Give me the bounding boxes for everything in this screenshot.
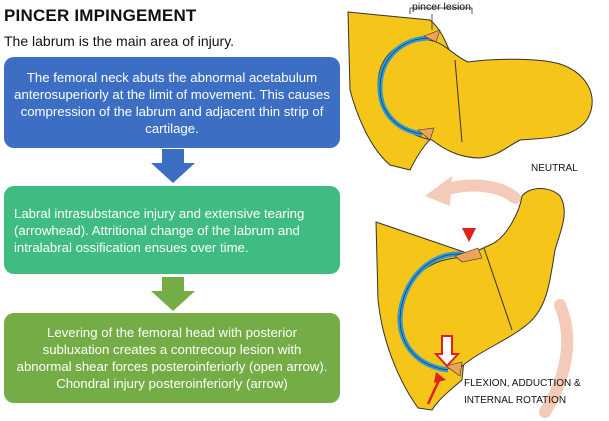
rotation-arrowhead (425, 176, 452, 206)
flexion-label-line2: INTERNAL ROTATION (464, 395, 567, 406)
step-text-3: Levering of the femoral head with poster… (16, 325, 328, 391)
solid-arrow (426, 377, 442, 405)
rotation-arrow (439, 179, 574, 418)
step-text-2: Labral intrasubstance injury and extensi… (14, 205, 305, 255)
step-box-2: Labral intrasubstance injury and extensi… (4, 186, 340, 274)
page-subtitle: The labrum is the main area of injury. (4, 33, 235, 49)
arrowhead-marker (462, 228, 476, 242)
step-box-3: Levering of the femoral head with poster… (4, 313, 340, 403)
open-arrow (433, 335, 461, 368)
down-arrow-2 (151, 277, 195, 311)
pincer-lesion-top (423, 29, 441, 43)
neutral-hip (347, 7, 593, 171)
pincer-lesion-label: pincer lesion (412, 1, 471, 13)
pincer-lesion-bottom (417, 127, 435, 141)
step-text-1: The femoral neck abuts the abnormal acet… (14, 69, 330, 136)
page-title: PINCER IMPINGEMENT (4, 6, 197, 25)
flexion-label-line1: FLEXION, ADDUCTION & (464, 378, 581, 389)
contrecoup-lesion (445, 361, 463, 377)
neutral-label: NEUTRAL (531, 163, 578, 174)
flexion-hip (375, 188, 565, 411)
step-box-1: The femoral neck abuts the abnormal acet… (4, 57, 340, 148)
down-arrow-1 (151, 149, 195, 183)
